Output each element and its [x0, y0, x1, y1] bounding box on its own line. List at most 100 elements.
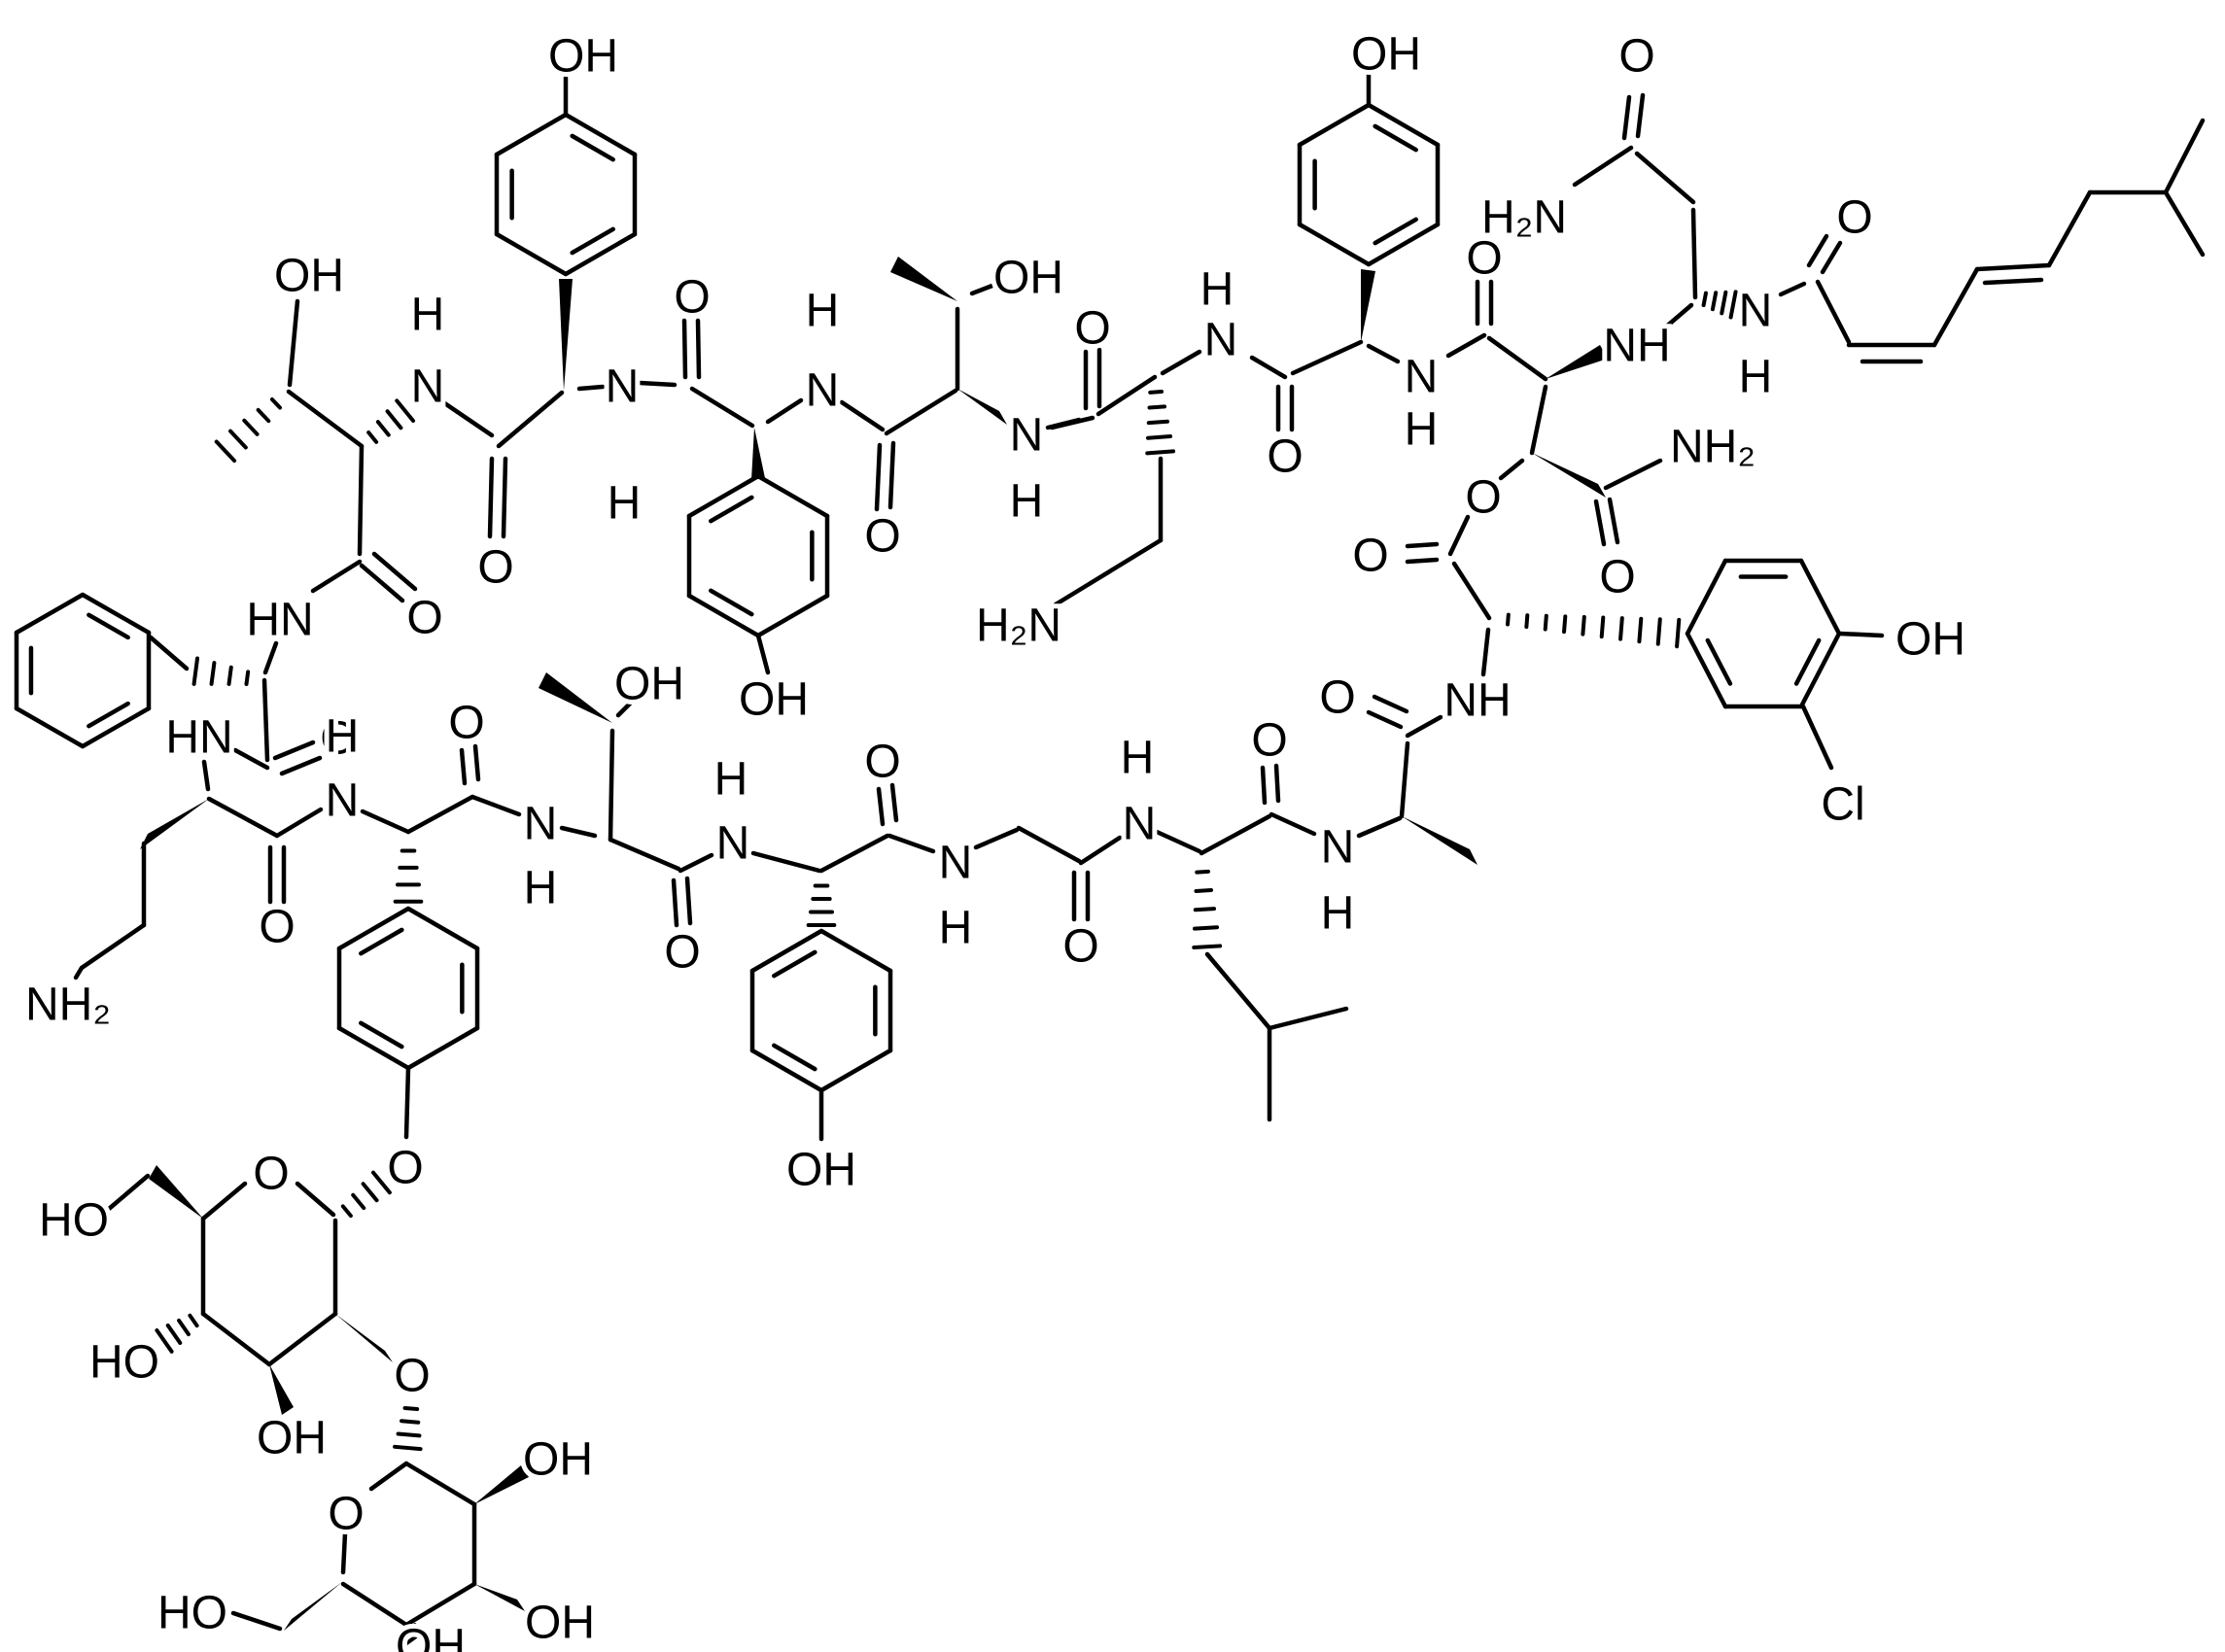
atom-label: O	[1074, 302, 1110, 354]
wedge-bond	[751, 428, 765, 480]
single-bond	[637, 380, 678, 388]
atom-label: H	[524, 862, 558, 913]
atom-label: OH	[548, 30, 618, 82]
wedge-bond	[559, 279, 573, 391]
atom-label: H	[608, 477, 642, 529]
ring-inner-double	[359, 927, 404, 956]
single-bond	[818, 833, 890, 874]
single-bond	[1603, 458, 1663, 491]
single-bond	[403, 1581, 477, 1628]
double-bond-line	[279, 755, 323, 776]
single-bond	[1088, 537, 1164, 586]
single-bond	[1447, 514, 1471, 557]
double-bond-line	[1366, 709, 1404, 730]
single-bond	[79, 922, 147, 971]
atom-label: OH	[1351, 28, 1421, 80]
single-bond	[1016, 825, 1082, 864]
single-bond	[884, 388, 958, 436]
single-bond	[1778, 281, 1807, 297]
ring-bond	[1798, 558, 1842, 637]
atom-label: OH	[396, 1620, 466, 1652]
single-bond	[1095, 374, 1158, 417]
hash-bond-tick	[370, 1170, 392, 1195]
hash-bond-tick	[256, 407, 271, 424]
single-bond	[1451, 561, 1492, 621]
single-bond	[1269, 811, 1317, 837]
ring-bond	[494, 112, 569, 157]
ring-bond	[14, 592, 86, 636]
hash-bond-tick	[393, 1444, 423, 1452]
double-bond-line	[671, 878, 679, 928]
atom-label: H	[1010, 475, 1044, 527]
ring-bond	[80, 592, 152, 636]
double-bond-line	[1273, 763, 1281, 804]
atom-label: H	[1739, 351, 1773, 402]
hash-bond-tick	[1524, 613, 1530, 630]
atom-label: NH	[1603, 320, 1670, 371]
atom-label: H	[939, 902, 973, 953]
single-bond	[1486, 335, 1548, 382]
hash-bond-tick	[244, 670, 251, 686]
atom-label: H	[1405, 403, 1439, 455]
atom-label: HN	[246, 594, 313, 645]
single-bond	[608, 728, 615, 843]
ring-bond	[1798, 631, 1842, 709]
ring-bond	[755, 473, 830, 519]
atom-label: N	[326, 774, 360, 826]
single-bond	[750, 850, 822, 874]
ring-bond	[818, 928, 893, 974]
atom-label: O	[664, 926, 700, 978]
hash-bond-tick	[1506, 612, 1511, 627]
single-bond	[1634, 151, 1696, 205]
wedge-bond	[474, 1584, 525, 1611]
hash-bond-tick	[1728, 290, 1738, 320]
double-bond-line	[684, 876, 693, 926]
wedge-bond	[1402, 816, 1478, 865]
single-bond	[266, 1311, 338, 1367]
hash-bond-tick	[155, 1327, 174, 1354]
hash-bond-tick	[214, 439, 237, 464]
single-bond	[2046, 189, 2093, 268]
atom-label: O	[448, 697, 484, 748]
atom-label: H₂N	[976, 600, 1061, 651]
atom-label: HO	[39, 1194, 109, 1246]
double-bond-line	[371, 551, 418, 592]
single-bond	[403, 1065, 411, 1140]
single-bond	[1399, 740, 1410, 819]
ring-inner-double	[772, 949, 817, 979]
single-bond	[755, 633, 771, 675]
single-bond	[2163, 118, 2206, 195]
ring-inner-double	[1373, 217, 1418, 246]
atom-label: N	[1321, 821, 1355, 873]
single-bond	[274, 807, 324, 839]
hash-bond-tick	[1146, 434, 1173, 440]
single-bond	[262, 640, 279, 675]
single-bond	[1800, 704, 1834, 771]
single-bond	[1154, 829, 1202, 854]
wedge-bond	[1361, 269, 1375, 342]
ring-inner-double	[772, 1043, 817, 1072]
ring-bond	[563, 231, 638, 277]
double-bond-line	[1405, 541, 1440, 549]
atom-label: OH	[786, 1144, 856, 1195]
single-bond	[1529, 384, 1548, 456]
hash-bond-tick	[1147, 404, 1167, 410]
single-bond	[201, 759, 211, 792]
double-bond-line	[889, 782, 899, 823]
ring-bond	[336, 1025, 411, 1071]
hash-bond-tick	[351, 1192, 366, 1211]
double-bond-line	[272, 740, 316, 761]
wedge-bond	[957, 389, 1007, 425]
double-bond-line	[472, 743, 481, 782]
single-bond	[73, 965, 85, 981]
atom-label: N	[1123, 798, 1157, 849]
single-bond	[765, 397, 804, 425]
hash-bond-tick	[401, 1623, 417, 1635]
wedge-bond	[1532, 453, 1606, 498]
single-bond	[340, 1531, 348, 1575]
hash-bond-tick	[366, 430, 379, 444]
single-bond	[286, 389, 365, 449]
wedge-bond	[335, 1314, 393, 1362]
hash-bond-tick	[1710, 291, 1719, 312]
